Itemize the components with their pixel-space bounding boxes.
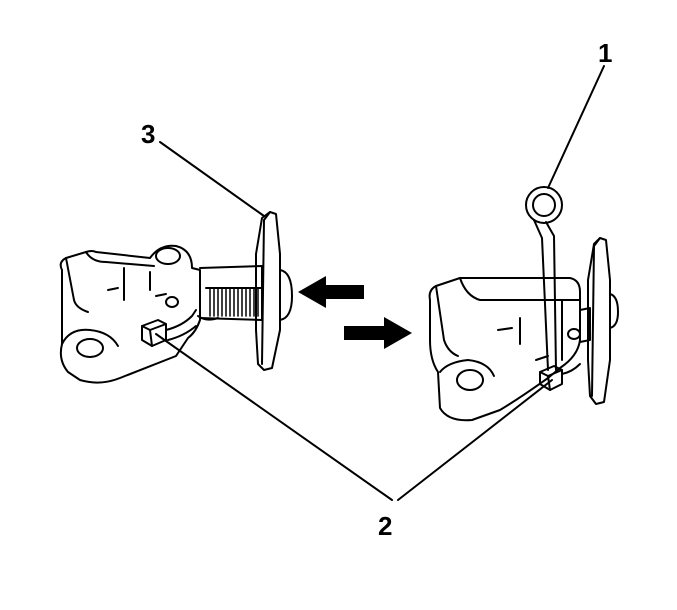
right-tensioner	[428, 186, 619, 422]
right-latch-block	[539, 365, 563, 391]
left-plunger-threads	[209, 287, 259, 317]
right-mount-hole	[456, 369, 484, 391]
left-latch-block	[141, 319, 167, 347]
retaining-pin	[525, 186, 563, 371]
leader-line-2b	[397, 379, 553, 501]
arrow-right-icon	[344, 317, 412, 349]
leader-line-1	[547, 65, 605, 189]
arrow-left-icon	[298, 276, 364, 308]
callout-1: 1	[598, 38, 613, 68]
left-tensioner-body	[59, 244, 201, 384]
callout-2: 2	[378, 511, 393, 541]
left-tensioner	[59, 211, 293, 384]
left-plunger-tip	[279, 269, 293, 321]
left-mount-hole	[76, 338, 104, 358]
left-shoe-plate	[255, 211, 281, 371]
right-shoe-plate	[587, 237, 611, 405]
leader-line-2a	[155, 333, 393, 501]
leader-line-3	[159, 141, 265, 217]
callout-3: 3	[141, 119, 156, 149]
